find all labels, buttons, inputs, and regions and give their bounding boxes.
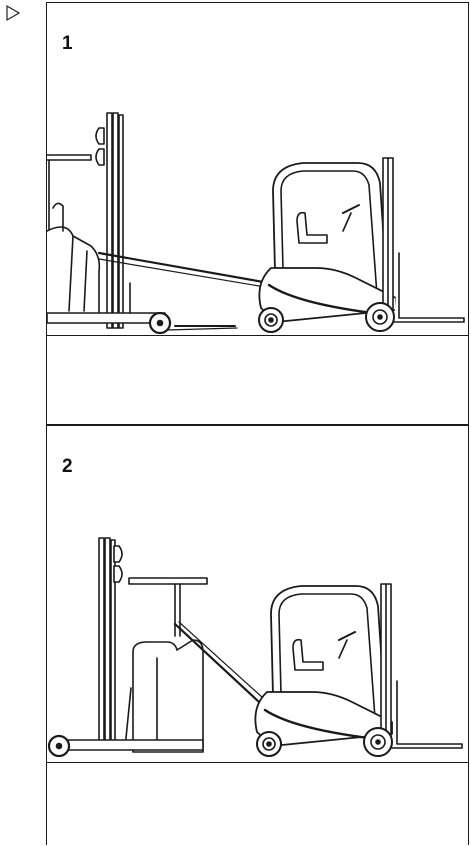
reach-truck [49, 538, 263, 756]
panel-2-floor-line [47, 762, 468, 763]
panel-1-floor-line [47, 335, 468, 336]
panel-1: 1 [46, 2, 469, 425]
forklift [255, 584, 462, 756]
forklift [259, 158, 464, 332]
towing-illustration-2 [47, 426, 468, 846]
triangle-right-icon [6, 4, 20, 22]
reach-truck [47, 113, 269, 333]
panel-2: 2 [46, 425, 469, 845]
towing-illustration-1 [47, 3, 468, 424]
